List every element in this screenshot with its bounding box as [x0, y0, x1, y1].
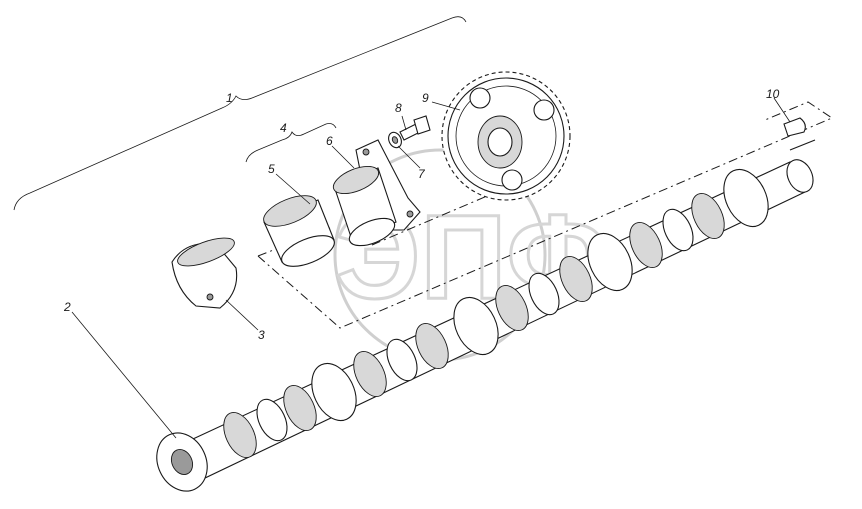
callout-2: 2: [63, 300, 71, 314]
leader-lines: [71, 97, 791, 439]
callout-6: 6: [326, 134, 333, 148]
callout-5: 5: [268, 162, 275, 176]
callout-9: 9: [422, 91, 429, 105]
callout-8: 8: [395, 101, 402, 115]
bushing: [263, 195, 335, 267]
flanged-housing: [332, 139, 421, 247]
bearing-half: [171, 237, 238, 309]
callout-3: 3: [258, 328, 265, 342]
assembly-bracket-1: [13, 16, 467, 211]
assembly-bracket-4: [245, 123, 337, 163]
callout-7: 7: [418, 167, 426, 181]
bolt: [399, 115, 431, 141]
woodruff-key: [783, 117, 806, 137]
callout-10: 10: [766, 87, 780, 101]
callout-labels: 1 2 3 4 5 6 7 8 9 10: [63, 87, 780, 342]
camshaft-gear: [441, 71, 571, 201]
camshaft-front-bore: [170, 449, 194, 475]
camshaft-rear-end: [786, 159, 814, 193]
washer: [388, 131, 402, 149]
camshaft: [156, 139, 816, 492]
camshaft-keyway: [789, 139, 816, 151]
callout-4: 4: [280, 121, 287, 135]
callout-1: 1: [226, 91, 233, 105]
camshaft-lobes: [223, 168, 769, 458]
